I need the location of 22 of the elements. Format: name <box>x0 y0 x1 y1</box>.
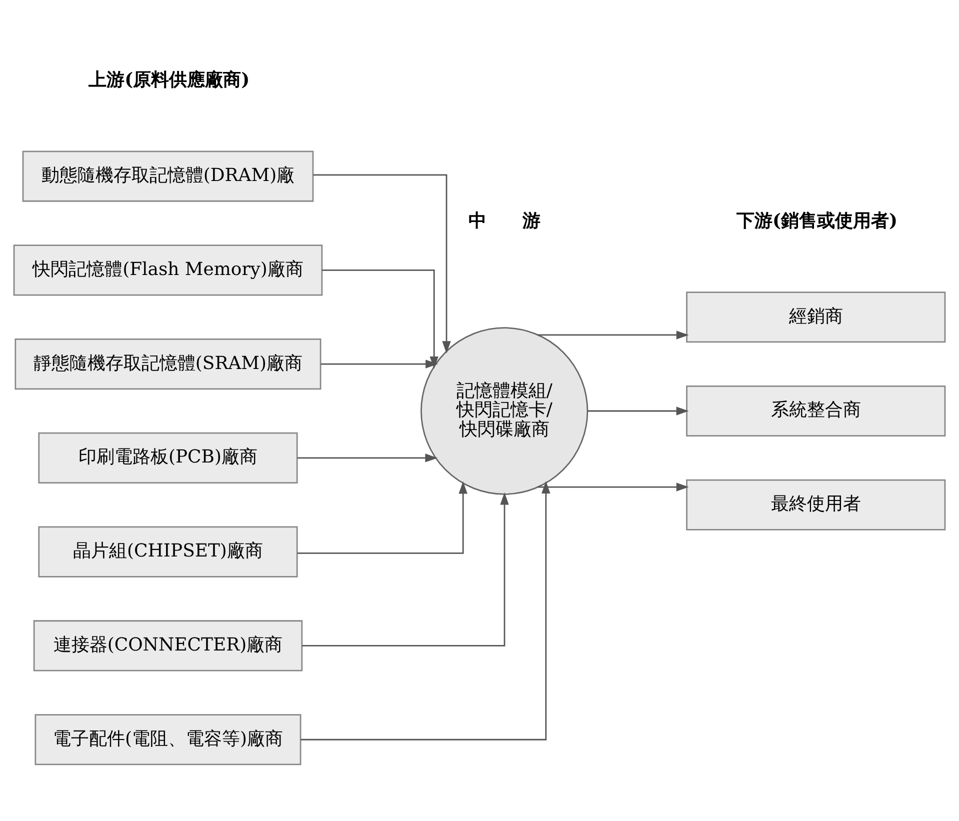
arrow <box>300 480 550 740</box>
node-box: 經銷商 <box>686 291 946 342</box>
node-box: 靜態隨機存取記憶體(SRAM)廠商 <box>14 338 322 390</box>
arrow <box>313 174 451 353</box>
node-box: 快閃記憶體(Flash Memory)廠商 <box>13 244 323 296</box>
node-box: 最終使用者 <box>686 478 946 530</box>
label: 下游(銷售或使用者) <box>736 210 898 232</box>
node-box: 系統整合商 <box>686 384 946 436</box>
arrow <box>302 492 509 646</box>
node-box: 印刷電路板(PCB)廠商 <box>38 432 298 483</box>
arrow <box>538 330 689 339</box>
node-box: 動態隨機存取記憶體(DRAM)廠 <box>22 150 314 202</box>
arrow <box>587 406 689 415</box>
label: 中 游 <box>468 210 540 232</box>
arrow <box>297 480 468 554</box>
node-box: 連接器(CONNECTER)廠商 <box>33 620 303 671</box>
arrow <box>320 359 438 368</box>
node-box: 電子配件(電阻、電容等)廠商 <box>34 714 302 765</box>
node-box: 晶片組(CHIPSET)廠商 <box>38 526 298 577</box>
label: 上游(原料供應廠商) <box>88 69 250 90</box>
arrow <box>298 453 438 462</box>
arrow <box>538 482 689 491</box>
